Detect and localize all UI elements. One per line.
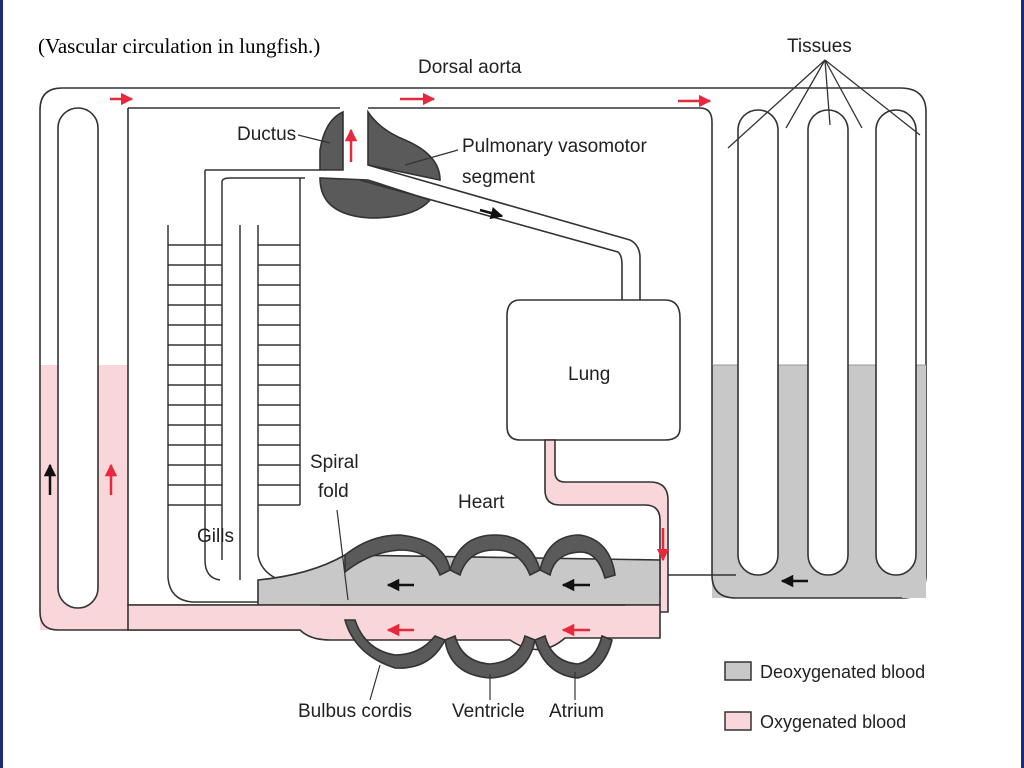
lung-body [506,299,681,441]
pulmonary-vasomotor-lower [319,177,432,219]
legend-swatch-deoxygenated [724,661,752,681]
leader-lines [297,134,576,701]
capillary-loop-3 [875,109,917,576]
arrow-pulmonary-artery [479,207,504,220]
label-ventricle: Ventricle [452,701,525,722]
figure-caption: (Vascular circulation in lungfish.) [38,34,321,58]
label-bulbus-cordis: Bulbus cordis [298,701,412,722]
label-heart: Heart [458,492,505,513]
tissues-pointer-lines [727,59,921,149]
label-spiral-line2: fold [318,481,349,502]
bulbus-cordis-wall-upper [344,534,451,577]
legend: Deoxygenated blood Oxygenated blood [724,661,925,732]
legend-swatch-oxygenated [724,711,752,731]
gill-lamellae-right [258,244,300,506]
aorta-inner-top-right [368,107,713,365]
gills [167,169,345,603]
label-atrium: Atrium [549,701,604,722]
label-pulmonary-line1: Pulmonary vasomotor [462,136,647,157]
ductus-shape [319,110,344,171]
legend-label-oxygenated: Oxygenated blood [760,712,906,732]
pulmonary-vasomotor-upper [367,109,441,181]
left-inner-loop [57,107,99,609]
gill-lamellae-left [168,244,222,506]
capillary-loop-1 [737,109,779,576]
heart-oxygenated-channel [127,604,661,651]
tissue-capillaries [660,109,926,599]
aorta-inner-left [127,108,345,606]
label-gills: Gills [197,526,234,547]
atrium-wall-lower [534,634,613,679]
outer-loop-left [39,110,320,631]
atrium-wall-upper [539,534,616,580]
label-dorsal-aorta: Dorsal aorta [418,57,522,78]
capillary-loop-2 [807,109,849,576]
label-lung: Lung [568,364,610,385]
label-spiral-line1: Spiral [310,452,359,473]
label-pulmonary-line2: segment [462,167,536,188]
label-ductus: Ductus [237,124,296,145]
legend-label-deoxygenated: Deoxygenated blood [760,662,925,682]
slide-border-left [0,0,3,768]
ductus-region [319,109,641,310]
flow-arrows [43,92,808,637]
slide-border-right [1021,0,1024,768]
label-tissues: Tissues [787,36,852,57]
heart [127,534,661,679]
